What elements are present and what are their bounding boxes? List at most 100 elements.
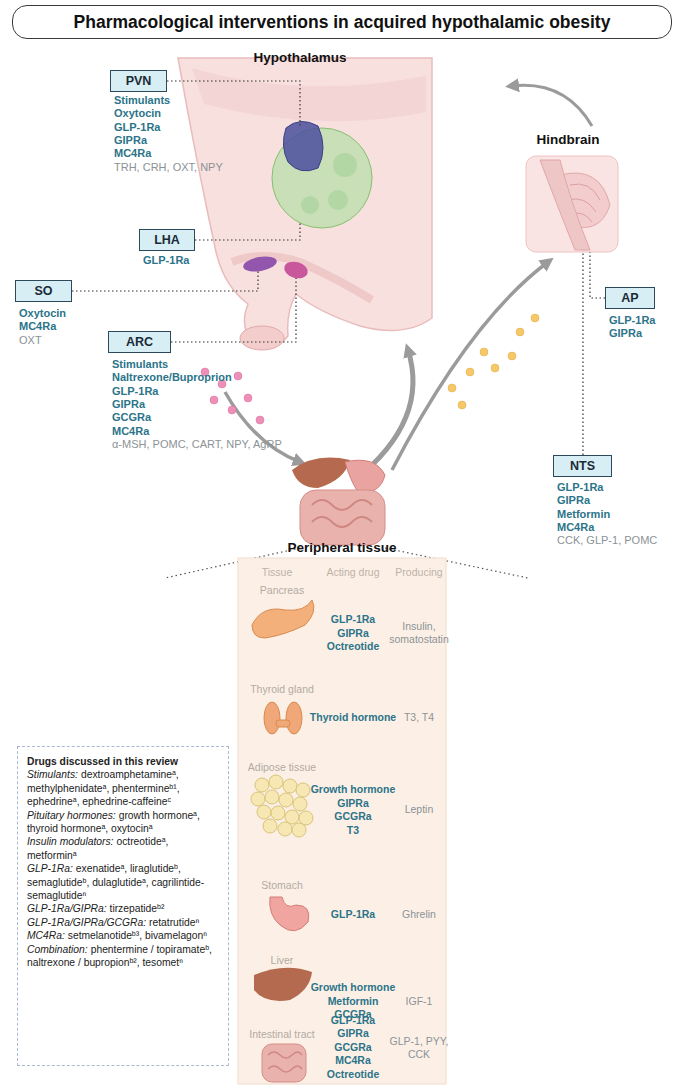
- drug-target: GIPRa: [114, 134, 147, 147]
- hormone-dots: [531, 314, 539, 322]
- drug-target: GCGRa: [112, 411, 151, 424]
- acting-drug: Metformin: [303, 995, 403, 1008]
- organs-illustration: [292, 458, 350, 488]
- drug-class: GLP-1Ra/GIPRa/GCGRa:: [27, 917, 146, 928]
- stomach-icon: [270, 897, 309, 931]
- adipose-icon: [269, 775, 283, 789]
- drug-entry: GLP-1Ra:exenatideᵃ, liraglutideᵇ, semagl…: [27, 862, 219, 902]
- drug-target: Oxytocin: [19, 307, 66, 320]
- organs-illustration: [345, 460, 385, 492]
- produced-hormone: T3, T4: [386, 711, 452, 724]
- drug-entry: Pituitary hormones:growth hormoneᵃ, thyr…: [27, 809, 219, 836]
- drug-target: Naltrexone/Buproprion: [112, 371, 232, 384]
- adipose-icon: [278, 822, 292, 836]
- drug-target: GLP-1Ra: [114, 121, 160, 134]
- drug-target: Oxytocin: [114, 107, 161, 120]
- region-label: AP: [621, 291, 638, 305]
- drug-target: MC4Ra: [19, 320, 56, 333]
- acting-drug: GLP-1Ra: [303, 613, 403, 626]
- hindbrain-illustration: [526, 156, 618, 252]
- region-box: PVN: [110, 70, 167, 92]
- hypothalamus-illustration: [283, 121, 323, 170]
- section-heading: Peripheral tissue: [257, 541, 427, 554]
- drug-target: GIPRa: [557, 494, 590, 507]
- region-box: NTS: [553, 455, 612, 477]
- adipose-icon: [251, 775, 313, 837]
- hormone-dots: [516, 328, 524, 336]
- hypothalamus-illustration: [333, 153, 357, 177]
- drug-target: MC4Ra: [557, 521, 594, 534]
- hormone-dots: [256, 416, 264, 424]
- tissue-name: Stomach: [232, 879, 332, 892]
- acting-drug: GLP-1Ra: [303, 908, 403, 921]
- adipose-icon: [296, 783, 310, 797]
- hypothalamus-illustration: [328, 190, 348, 210]
- drug-target: MC4Ra: [112, 425, 149, 438]
- tissue-name: Intestinal tract: [232, 1028, 332, 1041]
- drug-class: Combination:: [27, 944, 88, 955]
- drug-target: GLP-1Ra: [143, 254, 189, 267]
- acting-drug: Growth hormone: [303, 981, 403, 994]
- pancreas-icon: [252, 600, 314, 638]
- section-heading: Hindbrain: [518, 133, 618, 146]
- drug-class: Stimulants:: [27, 769, 78, 780]
- acting-drug: GIPRa: [303, 797, 403, 810]
- drug-target: GLP-1Ra: [557, 481, 603, 494]
- leader-line: [72, 81, 605, 455]
- table-header: Producing: [386, 566, 452, 579]
- hormone-dots: [480, 348, 488, 356]
- neuropeptide-list: TRH, CRH, OXT, NPY: [114, 161, 223, 174]
- thyroid-icon: [286, 702, 302, 734]
- intestine-icon: [268, 1052, 302, 1072]
- box-heading: Drugs discussed in this review: [27, 755, 219, 768]
- drug-target: GLP-1Ra: [609, 314, 655, 327]
- hindbrain-illustration: [540, 160, 590, 250]
- drug-class: GLP-1Ra:: [27, 863, 73, 874]
- drug-entry: MC4Ra:setmelanotideᵇ³, bivamelagonⁿ: [27, 929, 219, 942]
- drug-names: setmelanotideᵇ³, bivamelagonⁿ: [68, 930, 207, 941]
- leader-line: [582, 240, 583, 455]
- drug-target: MC4Ra: [114, 147, 151, 160]
- region-box: SO: [15, 280, 72, 302]
- signal-arrow: [225, 392, 300, 462]
- drug-class: MC4Ra:: [27, 930, 65, 941]
- hypothalamus-illustration: [240, 326, 284, 350]
- hindbrain-illustration: [526, 156, 618, 252]
- hypothalamus-illustration: [282, 259, 309, 281]
- drug-names: retatrutideⁿ: [149, 917, 199, 928]
- hypothalamus-illustration: [178, 58, 432, 350]
- acting-drug: Thyroid hormone: [303, 711, 403, 724]
- leader-line: [72, 271, 258, 291]
- adipose-icon: [283, 779, 297, 793]
- tissue-name: Liver: [232, 954, 332, 967]
- drug-target: Stimulants: [114, 94, 170, 107]
- drug-target: GIPRa: [609, 327, 642, 340]
- neuropeptide-list: α-MSH, POMC, CART, NPY, AgRP: [112, 438, 282, 451]
- acting-drug: Octreotide: [303, 640, 403, 653]
- liver-icon: [254, 968, 312, 1001]
- hypothalamus-illustration: [178, 58, 432, 347]
- acting-drug: GLP-1Ra: [303, 1014, 403, 1027]
- thyroid-icon: [264, 702, 280, 734]
- organs-illustration: [312, 500, 372, 527]
- thyroid-icon: [276, 720, 290, 727]
- adipose-icon: [255, 778, 269, 792]
- leader-line: [167, 81, 300, 128]
- hormone-dots: [448, 314, 539, 409]
- produced-hormone: Insulin, somatostatin: [386, 620, 452, 646]
- drug-entry: GLP-1Ra/GIPRa:tirzepatideᵇ²: [27, 902, 219, 915]
- table-header: Acting drug: [313, 566, 393, 579]
- hormone-dots: [244, 394, 252, 402]
- neuropeptide-list: CCK, GLP-1, POMC: [557, 534, 657, 547]
- stomach-icon: [270, 897, 309, 931]
- acting-drug: GIPRa: [303, 1027, 403, 1040]
- acting-drug: T3: [303, 824, 403, 837]
- drug-entry: Combination:phentermine / topiramateᵇ, n…: [27, 943, 219, 970]
- drug-entry: Insulin modulators:octreotideᵃ, metformi…: [27, 835, 219, 862]
- produced-hormone: GLP-1, PYY, CCK: [386, 1035, 452, 1061]
- adipose-icon: [251, 792, 265, 806]
- adipose-icon: [292, 823, 306, 837]
- section-heading: Hypothalamus: [220, 51, 380, 64]
- drug-target: Metformin: [557, 508, 610, 521]
- acting-drug: MC4Ra: [303, 1054, 403, 1067]
